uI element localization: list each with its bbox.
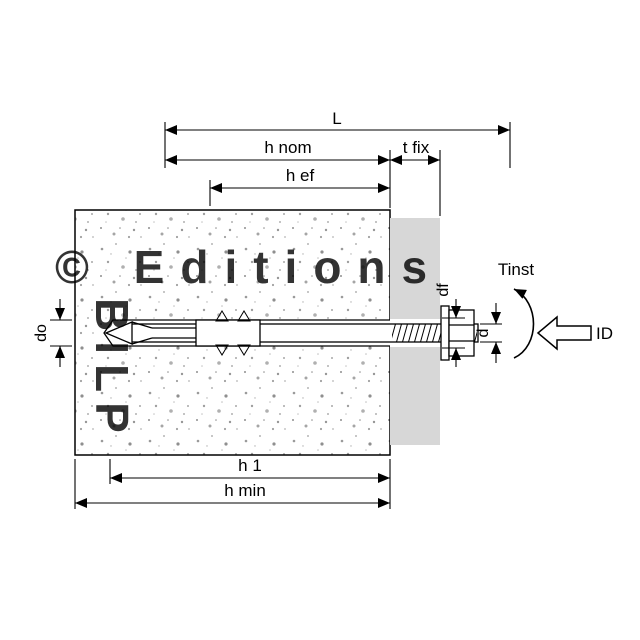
dim-label-d: d: [475, 329, 492, 338]
dimension-lines: [50, 122, 535, 509]
dim-label-h-min: h min: [224, 481, 266, 500]
hex-nut: [448, 309, 475, 357]
expansion-clip-marks: [215, 310, 251, 356]
clip-triangle-icon: [237, 310, 251, 322]
watermark: © Editions BILP: [55, 241, 443, 443]
watermark-text-editions: © Editions: [55, 241, 443, 293]
anchor-bolt: [104, 305, 479, 361]
dim-label-h-ef: h ef: [286, 166, 315, 185]
watermark-text-bilp: BILP: [86, 298, 138, 443]
dimension-labels: L h nom t fix h ef h 1 h min do df d Tin…: [33, 109, 613, 500]
clip-triangle-icon: [237, 344, 251, 356]
expansion-clip: [195, 319, 261, 347]
cone-taper-top: [131, 321, 153, 329]
clip-triangle-icon: [215, 344, 229, 356]
label-tinst: Tinst: [498, 260, 534, 279]
dim-label-L: L: [332, 109, 341, 128]
cone-taper-bottom: [131, 337, 153, 345]
anchor-tip-cone: [104, 321, 133, 345]
insertion-direction-arrow-icon: [536, 315, 592, 351]
torque-arrow-icon: [513, 288, 535, 359]
washer: [440, 305, 450, 361]
dim-label-h-nom: h nom: [264, 138, 311, 157]
dim-label-h1: h 1: [238, 456, 262, 475]
dim-label-t-fix: t fix: [403, 138, 430, 157]
clip-triangle-icon: [215, 310, 229, 322]
dim-label-do: do: [33, 324, 50, 342]
label-id: ID: [596, 324, 613, 343]
dim-label-df: df: [435, 283, 452, 297]
